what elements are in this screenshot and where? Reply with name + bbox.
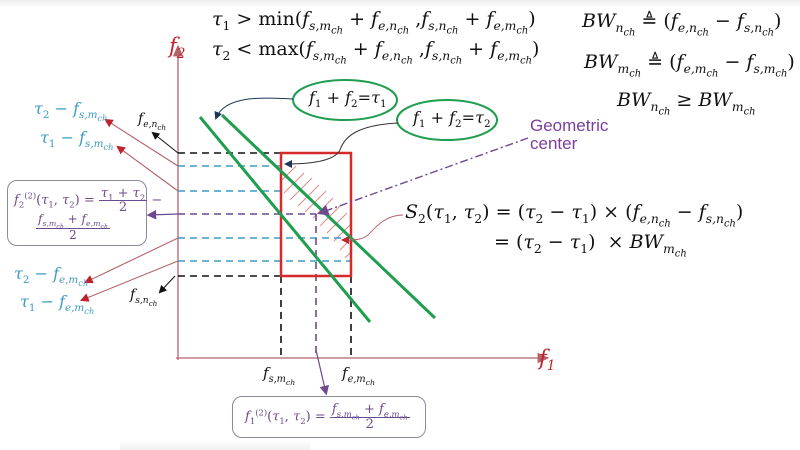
tau1-constraint: τ1 > min(fs,mch + fe,nch ,fs,nch + fe,mc… bbox=[212, 8, 536, 37]
x-axis-label: f1 bbox=[539, 346, 556, 375]
area-formula-line1: S2(τ1, τ2) = (τ2 − τ1) × (fe,nch − fs,nc… bbox=[405, 201, 744, 230]
fsn-label: fs,nch bbox=[130, 287, 158, 308]
tau1-connector bbox=[214, 97, 294, 120]
y-annotation-arrows bbox=[79, 118, 179, 302]
f2-center-arrow bbox=[146, 209, 179, 220]
tau2-constraint: τ2 < max(fs,mch + fe,nch ,fs,nch + fe,mc… bbox=[212, 38, 540, 67]
bottom-gradient-band bbox=[120, 440, 310, 450]
geometric-center-pointer bbox=[317, 137, 529, 216]
tau2-line bbox=[220, 113, 437, 320]
geometric-center-label: Geometric center bbox=[530, 117, 608, 153]
tau2-minus-fem-label: τ2 − fe,mch bbox=[14, 264, 89, 289]
bw-n-definition: BWnch ≜ (fe,nch − fs,nch) bbox=[582, 10, 782, 39]
fen-arrow bbox=[151, 131, 179, 154]
f1-center-arrow bbox=[315, 349, 330, 396]
tau2-line-label: f1 + f2=τ2 bbox=[413, 108, 491, 131]
vertical-dashed-lines bbox=[280, 214, 352, 358]
tau2-ellipse bbox=[396, 99, 498, 141]
tau1-minus-fsm-label: τ1 − fs,mch bbox=[40, 128, 114, 153]
bw-comparison: BWnch ≥ BWmch bbox=[617, 89, 756, 118]
fem-label: fe,mch bbox=[342, 364, 376, 387]
tau1-line-label: f1 + f2=τ1 bbox=[309, 88, 387, 111]
fsn-arrow bbox=[158, 275, 176, 294]
y-axis-label: f2 bbox=[169, 34, 186, 63]
area-formula-line2: = (τ2 − τ1) × BWmch bbox=[494, 231, 687, 260]
tau1-ellipse bbox=[292, 79, 398, 121]
tau2-minus-fsm-label: τ2 − fs,mch bbox=[34, 99, 108, 124]
fen-label: fe,nch bbox=[138, 111, 167, 132]
bw-m-definition: BWmch ≜ (fe,mch − fs,mch) bbox=[584, 51, 795, 80]
tau1-minus-fem-label: τ1 − fe,mch bbox=[20, 292, 95, 317]
geometric-center-line2: center bbox=[530, 133, 578, 153]
horizontal-dashed-lines bbox=[178, 152, 351, 277]
geometric-center-line1: Geometric bbox=[530, 116, 609, 135]
tau2-connector bbox=[284, 122, 399, 168]
fsm-label: fs,mch bbox=[263, 364, 296, 387]
top-gradient-band bbox=[0, 0, 800, 8]
tau1-line bbox=[198, 116, 372, 323]
area-pointer bbox=[341, 214, 404, 244]
